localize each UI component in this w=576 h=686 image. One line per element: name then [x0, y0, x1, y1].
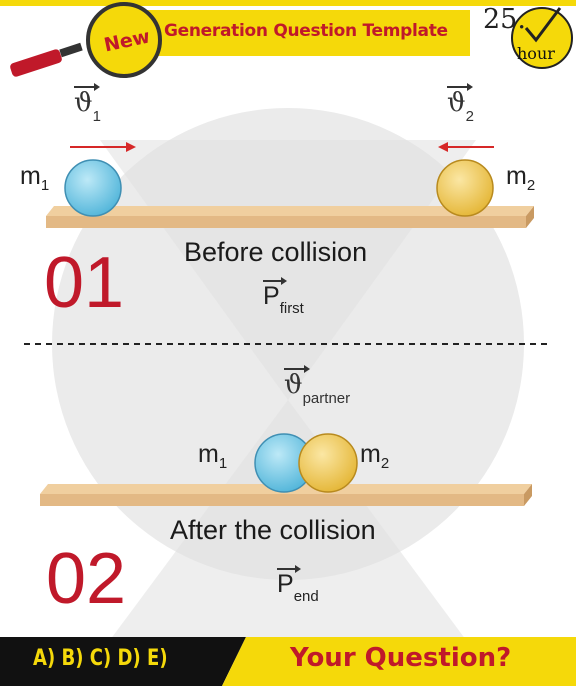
before-shelf: [46, 206, 534, 228]
section-number-01: 01: [44, 243, 125, 323]
section-number-02: 02: [46, 539, 127, 619]
before-caption: Before collision: [184, 237, 368, 267]
page-title: Generation Question Template: [164, 21, 448, 41]
clock-check-icon: [511, 7, 573, 69]
velocity-2-label: ϑ2: [447, 83, 474, 125]
section-divider: [24, 343, 552, 345]
velocity-partner-label: ϑpartner: [284, 365, 350, 407]
mass-2-label: m2: [506, 162, 536, 194]
mass-1-label: m1: [20, 162, 50, 194]
your-question-text: Your Question?: [290, 643, 512, 673]
before-scene: [46, 142, 534, 228]
magnifier-icon: [10, 2, 162, 78]
ball-blue: [64, 159, 122, 217]
after-caption: After the collision: [170, 515, 376, 545]
answer-choices: A) B) C) D) E): [33, 646, 168, 671]
bottom-bar: [0, 637, 576, 686]
arrow-right-icon: [70, 142, 136, 152]
momentum-first-label: Pfirst: [263, 277, 304, 317]
time-unit: hour: [517, 44, 555, 63]
arrow-left-icon: [438, 142, 494, 152]
ball-yellow-merged: [298, 433, 358, 493]
time-value: 25.: [483, 4, 526, 35]
after-scene: [40, 433, 532, 506]
mass-1-after-label: m1: [198, 440, 228, 472]
velocity-1-label: ϑ1: [74, 83, 101, 125]
top-banner: [0, 0, 576, 56]
ball-yellow: [436, 159, 494, 217]
momentum-end-label: Pend: [277, 565, 319, 605]
mass-2-after-label: m2: [360, 440, 390, 472]
